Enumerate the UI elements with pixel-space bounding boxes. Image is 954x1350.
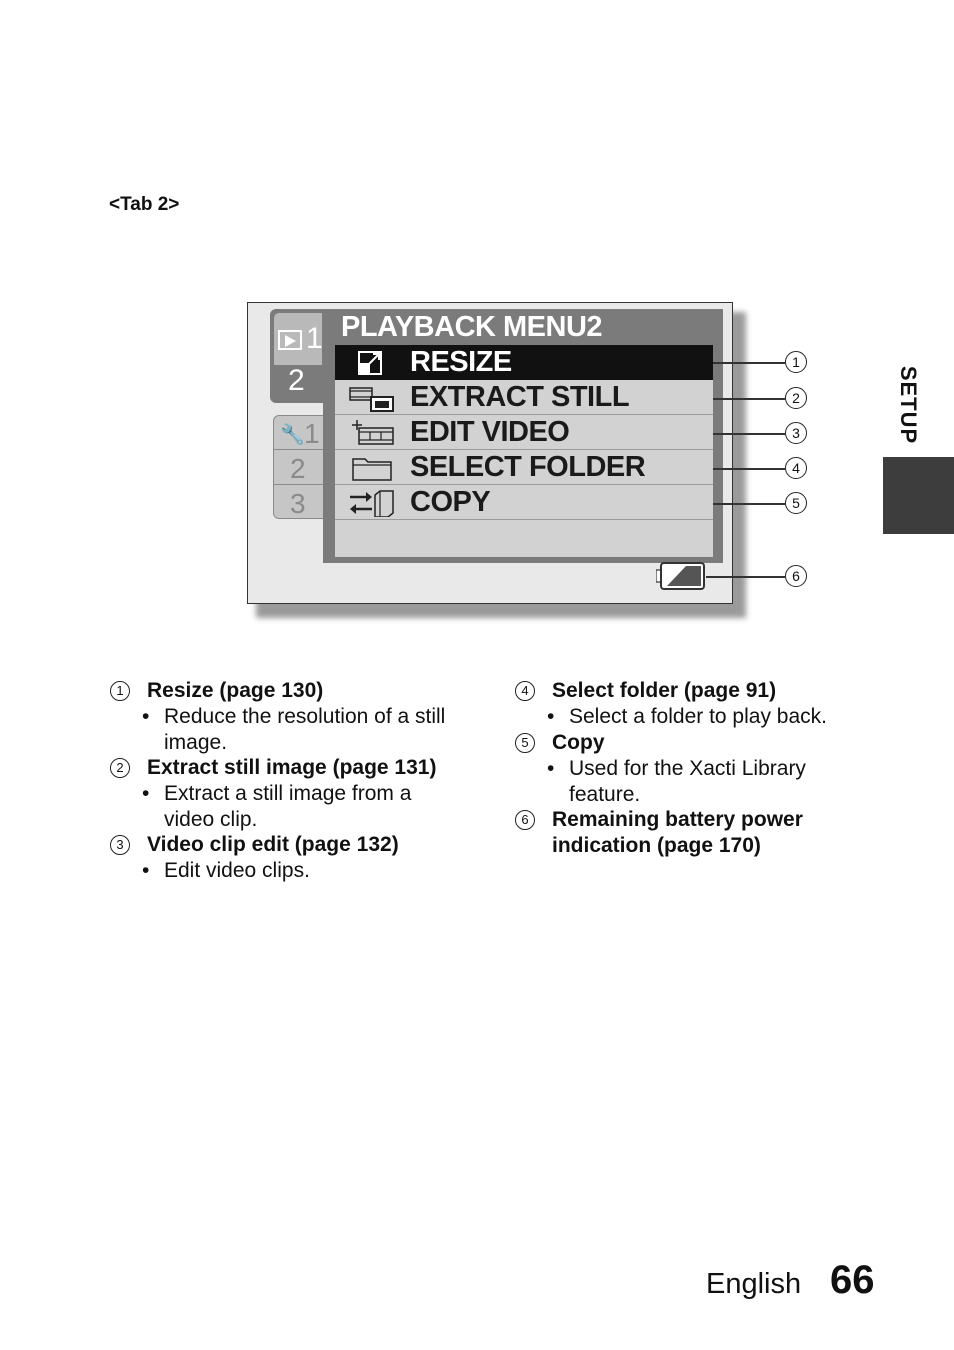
description-4-title: Select folder (page 91)	[552, 679, 777, 702]
description-4-number: 4	[515, 681, 535, 701]
menu-item-edit-video: EDIT VIDEO	[335, 415, 713, 450]
setup-tab-3: 3	[274, 486, 326, 520]
callout-line-5	[713, 503, 785, 505]
section-tab-marker	[883, 457, 954, 534]
description-6-title: Remaining battery power	[552, 808, 803, 831]
description-1-title: Resize (page 130)	[147, 679, 324, 702]
description-5-continuation: feature.	[569, 783, 641, 806]
callout-5: 5	[785, 492, 807, 514]
description-1-number: 1	[110, 681, 130, 701]
description-6-number: 6	[515, 810, 535, 830]
playback-tab-2-number: 2	[288, 364, 305, 397]
description-2-title: Extract still image (page 131)	[147, 756, 437, 779]
callout-line-4	[713, 468, 785, 470]
description-5-number: 5	[515, 733, 535, 753]
battery-icon	[656, 562, 705, 590]
callout-4: 4	[785, 457, 807, 479]
callout-line-1	[713, 362, 785, 364]
description-2-number: 2	[110, 758, 130, 778]
folder-icon	[352, 458, 392, 481]
menu-item-select-folder: SELECT FOLDER	[335, 450, 713, 485]
description-6: 6 Remaining battery power indication (pa…	[515, 807, 875, 859]
setup-tab-group: 🔧 1 2 3	[273, 415, 327, 519]
setup-tab-2-number: 2	[290, 453, 306, 484]
extract-still-icon	[349, 387, 394, 412]
setup-tab-3-number: 3	[290, 488, 306, 519]
playback-tab-1: 1	[274, 313, 323, 365]
description-3-number: 3	[110, 835, 130, 855]
play-icon	[278, 330, 302, 350]
menu-item-resize-label: RESIZE	[410, 346, 512, 378]
description-1: 1 Resize (page 130) Reduce the resolutio…	[110, 678, 490, 754]
menu-item-copy: COPY	[335, 485, 713, 520]
setup-tab-2: 2	[274, 451, 326, 485]
description-1-continuation: image.	[164, 731, 228, 754]
resize-icon	[358, 351, 382, 375]
menu-item-empty	[335, 520, 713, 555]
playback-tab-1-number: 1	[306, 322, 323, 355]
copy-icon	[350, 490, 394, 517]
description-5-title: Copy	[552, 731, 605, 754]
description-2-continuation: video clip.	[164, 808, 258, 831]
description-3-title: Video clip edit (page 132)	[147, 833, 399, 856]
description-6-title-line-2: indication (page 170)	[552, 834, 761, 857]
tab-heading: <Tab 2>	[109, 194, 180, 215]
callout-line-6	[706, 576, 785, 578]
section-tab-label: SETUP	[896, 365, 921, 445]
menu-list: RESIZE EXTRACT STILL EDIT VIDEO	[335, 345, 713, 557]
callout-line-2	[713, 398, 785, 400]
description-3: 3 Video clip edit (page 132) Edit video …	[110, 832, 490, 884]
description-2: 2 Extract still image (page 131) Extract…	[110, 755, 490, 831]
edit-video-icon	[352, 420, 394, 445]
footer-language: English	[706, 1268, 802, 1300]
callout-3: 3	[785, 422, 807, 444]
menu-item-extract-still-label: EXTRACT STILL	[410, 381, 630, 413]
callout-line-3	[713, 433, 785, 435]
page-number: 66	[830, 1258, 875, 1302]
menu-item-extract-still: EXTRACT STILL	[335, 380, 713, 415]
playback-tab-group: 1 2	[270, 309, 326, 403]
menu-title: PLAYBACK MENU2	[341, 311, 603, 343]
description-5: 5 Copy Used for the Xacti Library featur…	[515, 730, 875, 808]
setup-tab-1-number: 1	[304, 418, 320, 449]
callout-6: 6	[785, 565, 807, 587]
wrench-icon: 🔧	[280, 424, 305, 446]
setup-tab-1: 🔧 1	[274, 416, 326, 450]
menu-item-edit-video-label: EDIT VIDEO	[410, 416, 570, 448]
description-4: 4 Select folder (page 91) Select a folde…	[515, 678, 875, 730]
menu-item-select-folder-label: SELECT FOLDER	[410, 451, 646, 483]
menu-item-copy-label: COPY	[410, 486, 491, 518]
callout-2: 2	[785, 387, 807, 409]
menu-item-resize: RESIZE	[335, 345, 713, 380]
callout-1: 1	[785, 351, 807, 373]
menu-panel: PLAYBACK MENU2 RESIZE EXTRACT STILL	[323, 309, 723, 563]
